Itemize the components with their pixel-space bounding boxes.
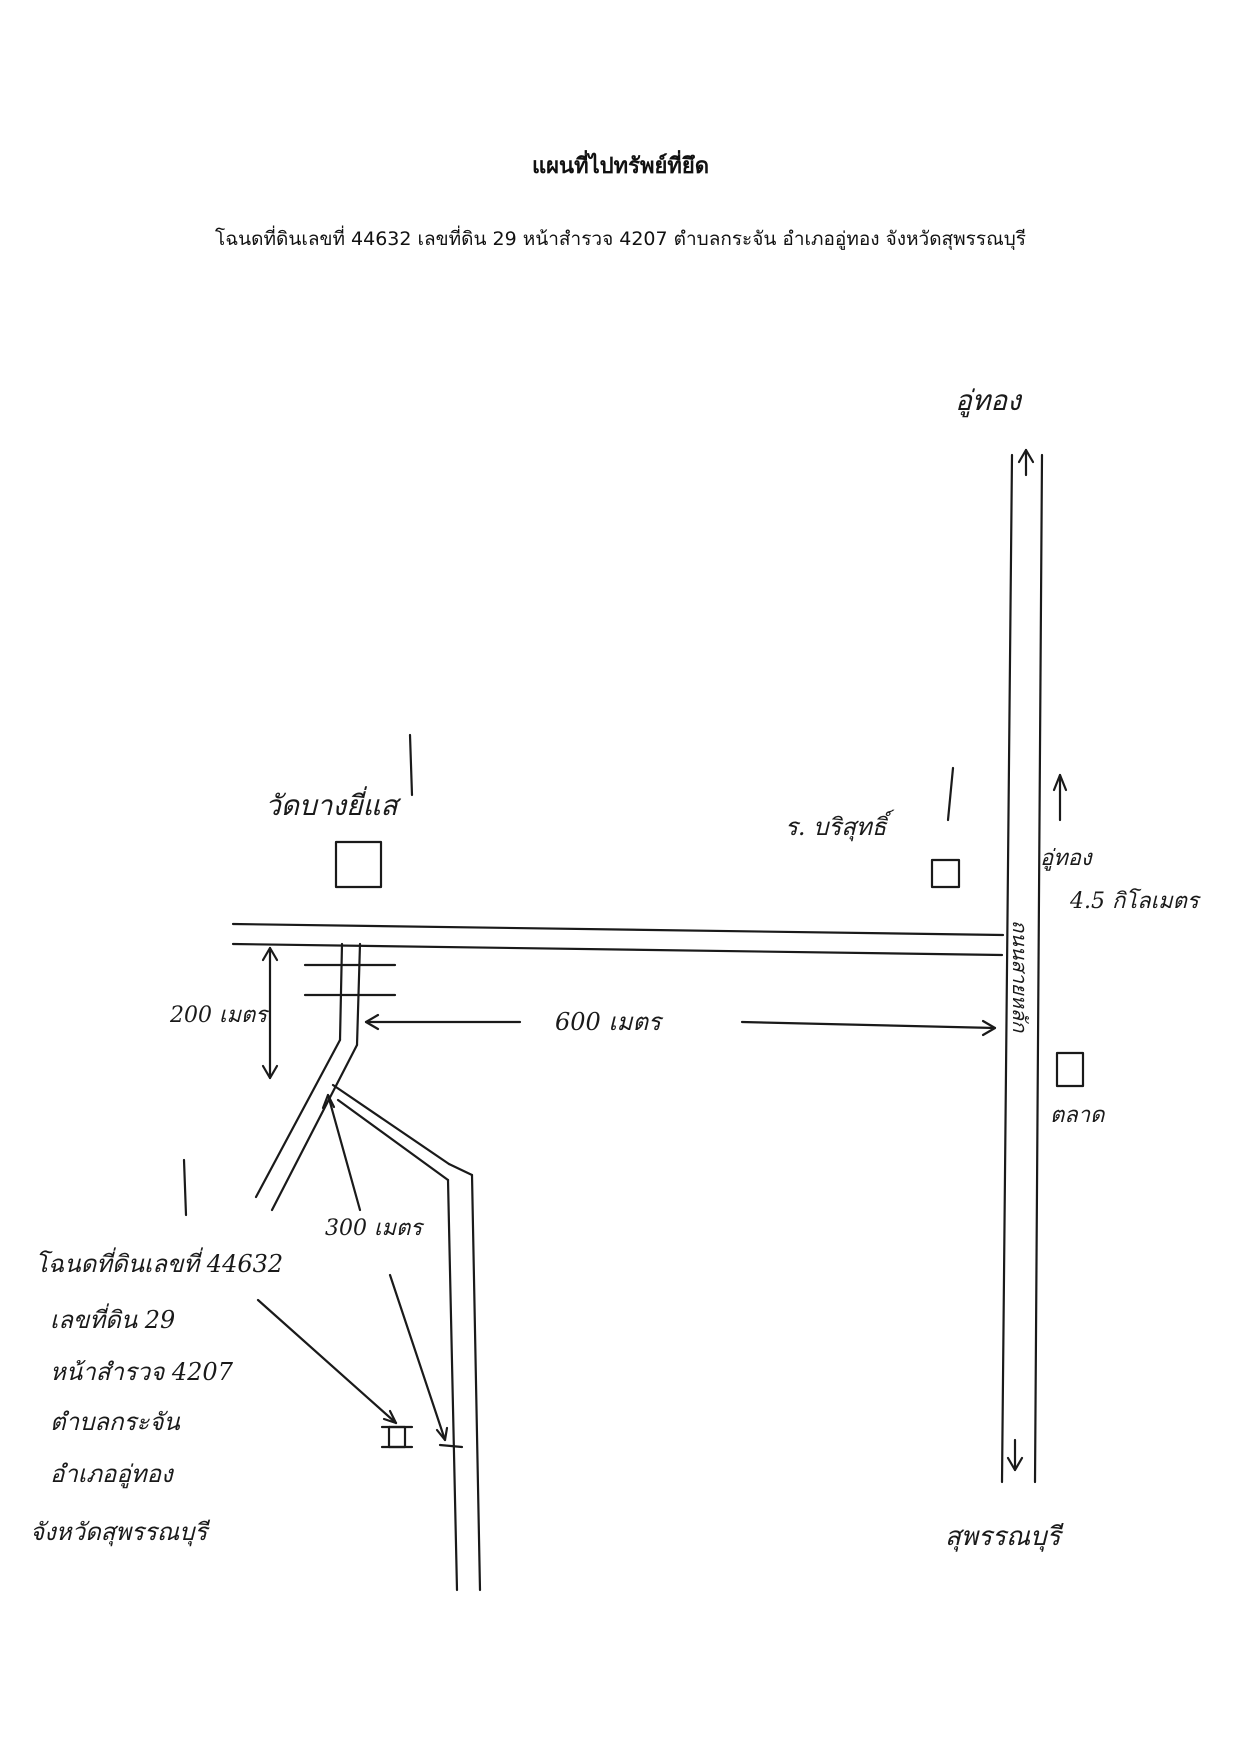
parcel-note-line: หน้าสำรวจ 4207 — [50, 1358, 234, 1386]
dimension-600m — [364, 1013, 997, 1037]
north-arrow — [1017, 448, 1035, 477]
market-label: ตลาด — [1050, 1103, 1106, 1128]
parcel-note-line: จังหวัดสุพรรณบุรี — [30, 1518, 210, 1547]
parcel-note-line: อำเภออู่ทอง — [50, 1460, 175, 1489]
dist-600m-label: 600 เมตร — [555, 1008, 664, 1036]
temple-marker — [334, 840, 383, 889]
main-road-label: ถนนสายหลัก — [1008, 920, 1032, 1033]
dist-200m-label: 200 เมตร — [169, 1003, 270, 1028]
soi-road — [254, 942, 397, 1212]
temple-label: วัดบางยี่แส — [265, 786, 402, 822]
parcel-marker — [387, 1425, 407, 1449]
main-road — [1000, 453, 1044, 1484]
south-destination-label: สุพรรณบุรี — [945, 1522, 1065, 1552]
side-road — [231, 922, 1005, 957]
parcel-note-line: เลขที่ดิน 29 — [50, 1303, 175, 1334]
dimension-200m — [261, 946, 279, 1080]
page-title: แผนที่ไปทรัพย์ที่ยึด — [531, 154, 710, 179]
page-subtitle: โฉนดที่ดินเลขที่ 44632 เลขที่ดิน 29 หน้า… — [215, 228, 1026, 250]
south-arrow — [1006, 1438, 1024, 1472]
school-marker — [930, 858, 961, 889]
dimension-300m — [321, 1093, 362, 1212]
parcel-note-line: โฉนดที่ดินเลขที่ 44632 — [35, 1247, 283, 1278]
parcel-note-line: ตำบลกระจัน — [50, 1408, 180, 1436]
uthong-distance-label: 4.5 กิโลเมตร — [1069, 888, 1202, 914]
parcel-note: โฉนดที่ดินเลขที่ 44632 เลขที่ดิน 29 หน้า… — [30, 1247, 283, 1547]
branch-road — [331, 1083, 482, 1592]
dist-300m-label: 300 เมตร — [325, 1216, 425, 1241]
market-marker — [1055, 1051, 1085, 1088]
north-destination-label: อู่ทอง — [955, 384, 1023, 418]
school-label: ร. บริสุทธิ์ — [785, 809, 895, 842]
uthong-direction-label: อู่ทอง — [1040, 846, 1094, 871]
